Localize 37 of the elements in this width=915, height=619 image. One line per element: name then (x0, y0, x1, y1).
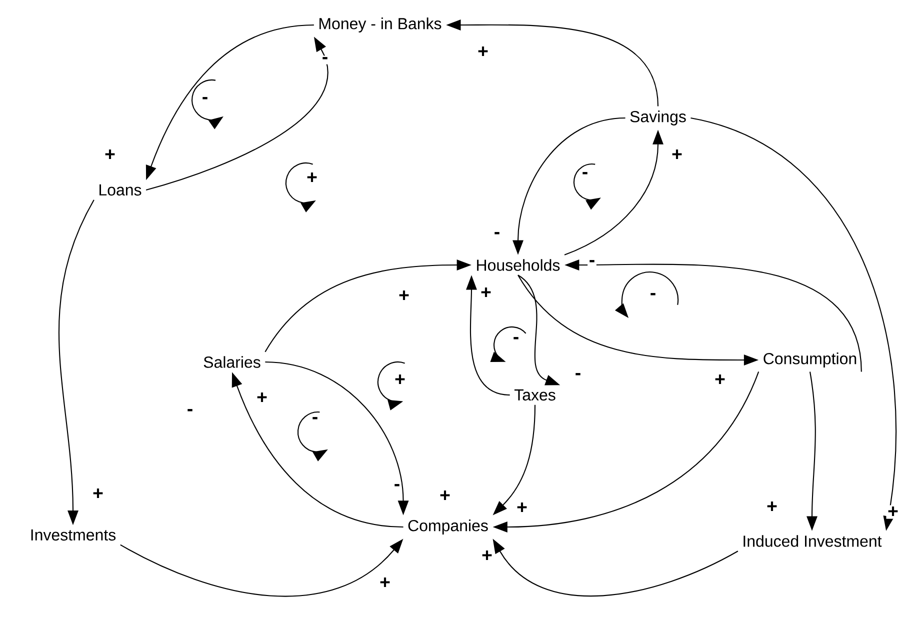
loop-sign: - (582, 172, 588, 174)
loop-sign: - (188, 409, 192, 412)
variable-label: Investments (31, 529, 116, 541)
polarity-sign: + (480, 549, 494, 563)
polarity-sign: + (255, 391, 269, 405)
polarity-sign: + (476, 45, 490, 59)
variable-label: Households (477, 259, 560, 271)
loop-sign: - (202, 97, 208, 100)
polarity-sign: - (320, 56, 330, 64)
variable-label: Taxes (514, 389, 556, 401)
polarity-sign: - (392, 482, 402, 492)
polarity-sign: - (588, 258, 596, 268)
polarity-sign: + (670, 148, 684, 162)
loop-sign: + (395, 374, 405, 384)
variable-label: Companies (408, 520, 488, 534)
variable-label: Loans (100, 184, 142, 196)
polarity-sign: + (438, 489, 452, 503)
polarity-sign: + (765, 500, 779, 514)
polarity-sign: + (515, 501, 529, 515)
variable-label: Consumption (764, 352, 856, 368)
loop-sign: - (312, 417, 318, 420)
loop-sign: + (307, 172, 317, 182)
polarity-sign: + (103, 148, 117, 162)
polarity-sign: - (492, 230, 502, 240)
loop-sign: - (514, 337, 518, 340)
loop-sign: - (650, 293, 656, 296)
polarity-sign: + (479, 286, 493, 300)
polarity-sign: + (397, 289, 411, 303)
polarity-sign: - (574, 372, 582, 380)
polarity-sign: + (378, 576, 392, 590)
polarity-sign: + (91, 487, 105, 501)
polarity-sign: + (886, 505, 900, 519)
variable-label: Money - in Banks (320, 18, 442, 32)
variable-label: Savings (630, 110, 686, 126)
variable-label: Salaries (204, 356, 260, 368)
variable-label: Induced Investment (744, 535, 882, 547)
polarity-sign: + (713, 373, 727, 387)
